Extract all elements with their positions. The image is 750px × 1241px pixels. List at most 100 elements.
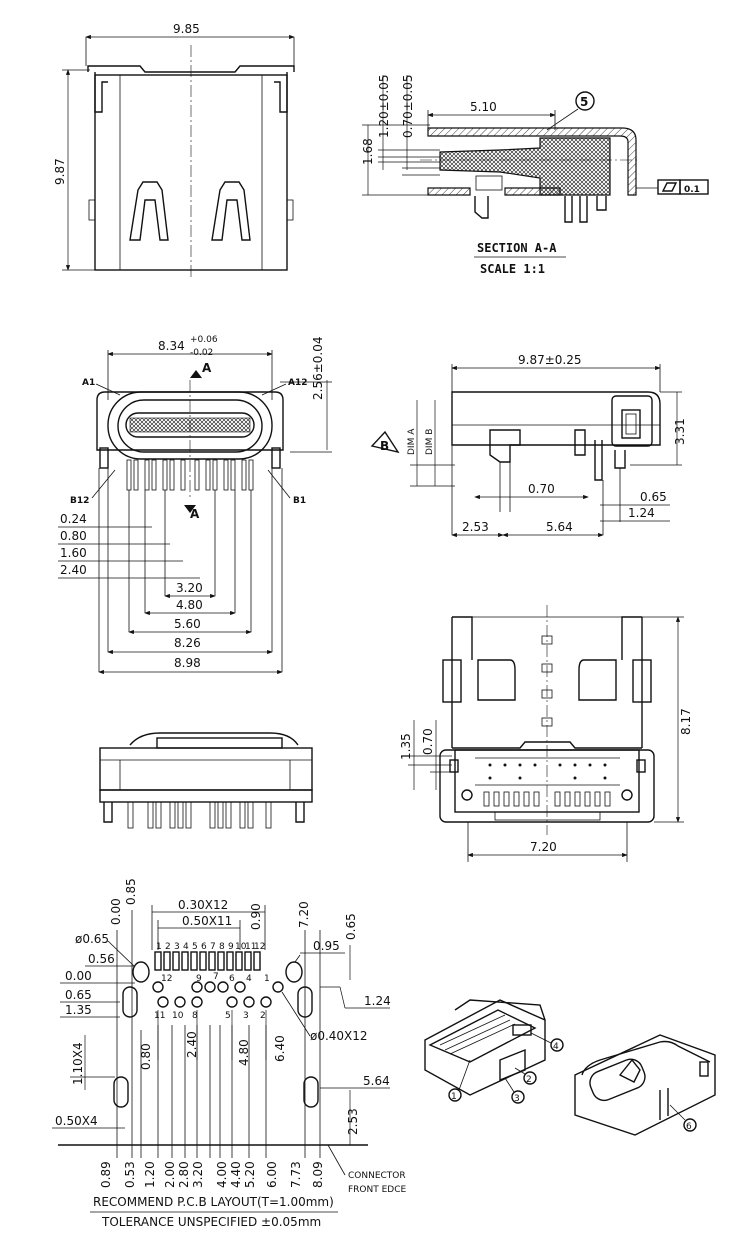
svg-text:1.24: 1.24 <box>364 994 391 1008</box>
svg-text:ø0.40X12: ø0.40X12 <box>310 1029 368 1043</box>
svg-text:0.89: 0.89 <box>99 1161 113 1188</box>
side-height-dim: 3.31 <box>673 418 687 445</box>
pcb-smd-pads <box>154 951 261 971</box>
side-length-dim: 9.87±0.25 <box>518 353 582 367</box>
svg-text:4.00: 4.00 <box>215 1161 229 1188</box>
svg-text:8.98: 8.98 <box>174 656 201 670</box>
pcb-caption-1: RECOMMEND P.C.B LAYOUT(T=1.00mm) <box>93 1195 334 1209</box>
section-a-a: 5.10 1.20±0.05 0.70±0.05 1.68 5 0.1 <box>361 75 709 276</box>
flatness-value: 0.1 <box>684 185 700 195</box>
pcb-layout: 0.00 0.85 0.30X12 0.50X11 0.90 7.20 0.95… <box>52 878 407 1229</box>
svg-text:5.20: 5.20 <box>243 1161 257 1188</box>
svg-text:2.53: 2.53 <box>346 1108 360 1135</box>
svg-text:5: 5 <box>192 942 198 952</box>
svg-text:0.56: 0.56 <box>88 952 115 966</box>
side-dim-253: 2.53 <box>462 520 489 534</box>
svg-text:-0.02: -0.02 <box>190 348 213 358</box>
side-view: 9.87±0.25 3.31 B DIM A DIM B 0.70 0.65 1… <box>370 353 687 538</box>
svg-text:12: 12 <box>161 974 172 984</box>
svg-text:A: A <box>190 507 200 521</box>
front-height-dim: 2.56±0.04 <box>311 337 325 401</box>
pcb-hole-numbers: 12 9 7 6 4 1 11 10 8 5 3 2 <box>154 972 270 1021</box>
svg-text:6: 6 <box>686 1122 692 1132</box>
svg-text:0.30X12: 0.30X12 <box>178 898 228 912</box>
bottom-height-dim: 8.17 <box>679 708 693 735</box>
top-view: 9.85 9.87 <box>53 22 295 278</box>
svg-text:A: A <box>202 361 212 375</box>
front-top-dim: 8.34 <box>158 339 185 353</box>
bottom-width-dim: 7.20 <box>530 840 557 854</box>
svg-text:6: 6 <box>201 942 207 952</box>
balloon-5: 5 <box>580 95 588 109</box>
svg-text:A12: A12 <box>288 378 308 388</box>
front-left-dim-024: 0.24 <box>60 512 87 526</box>
svg-text:4: 4 <box>246 974 252 984</box>
svg-text:7.20: 7.20 <box>297 901 311 928</box>
svg-text:1: 1 <box>451 1092 457 1102</box>
svg-text:8.09: 8.09 <box>311 1161 325 1188</box>
front-left-dim-240: 2.40 <box>60 563 87 577</box>
side-dim-124: 1.24 <box>628 506 655 520</box>
svg-text:ø0.65: ø0.65 <box>75 932 109 946</box>
svg-text:3.20: 3.20 <box>191 1161 205 1188</box>
dim-b-label: DIM B <box>425 429 435 455</box>
section-title: SECTION A-A <box>477 241 557 255</box>
svg-text:4: 4 <box>183 942 189 952</box>
svg-text:2.00: 2.00 <box>163 1161 177 1188</box>
svg-text:1.35: 1.35 <box>65 1003 92 1017</box>
front-pins <box>126 459 254 491</box>
top-height-dim: 9.87 <box>53 158 67 185</box>
svg-text:9: 9 <box>228 942 234 952</box>
side-dim-070: 0.70 <box>528 482 555 496</box>
svg-text:7.73: 7.73 <box>289 1161 303 1188</box>
svg-text:4.80: 4.80 <box>176 598 203 612</box>
svg-text:2.40: 2.40 <box>185 1031 199 1058</box>
svg-text:2: 2 <box>165 942 171 952</box>
section-dim-070: 0.70±0.05 <box>401 75 415 139</box>
pcb-pin-numbers: 1 2 3 4 5 6 7 8 9 10 11 12 <box>156 942 265 952</box>
iso-view-right: 6 <box>574 1034 716 1136</box>
svg-text:3: 3 <box>174 942 180 952</box>
svg-text:0.80: 0.80 <box>139 1043 153 1070</box>
svg-text:0.00: 0.00 <box>109 898 123 925</box>
svg-text:8: 8 <box>192 1011 198 1021</box>
svg-text:2: 2 <box>260 1011 266 1021</box>
svg-text:1.20: 1.20 <box>143 1161 157 1188</box>
svg-text:8: 8 <box>219 942 225 952</box>
svg-text:0.00: 0.00 <box>65 969 92 983</box>
svg-text:2.80: 2.80 <box>177 1161 191 1188</box>
bottom-dim-070: 0.70 <box>421 728 435 755</box>
svg-text:6: 6 <box>229 974 235 984</box>
dim-a-label: DIM A <box>407 428 417 455</box>
svg-text:1: 1 <box>264 974 270 984</box>
pcb-bottom-labels: 0.89 0.53 1.20 2.00 2.80 3.20 4.00 4.40 … <box>99 1161 325 1188</box>
svg-text:4.80: 4.80 <box>237 1039 251 1066</box>
front-view: 8.34 +0.06 -0.02 2.56±0.04 A A1 A12 <box>58 335 332 675</box>
section-scale: SCALE 1:1 <box>480 262 545 276</box>
svg-text:8.26: 8.26 <box>174 636 201 650</box>
svg-text:0.95: 0.95 <box>313 939 340 953</box>
svg-text:4.40: 4.40 <box>229 1161 243 1188</box>
svg-text:0.65: 0.65 <box>65 988 92 1002</box>
svg-text:7: 7 <box>213 972 219 982</box>
svg-text:0.90: 0.90 <box>249 903 263 930</box>
bottom-view: 8.17 1.35 0.70 7.20 <box>399 605 693 862</box>
svg-text:A1: A1 <box>82 378 95 388</box>
svg-text:12: 12 <box>254 942 265 952</box>
svg-text:FRONT EDCE: FRONT EDCE <box>348 1185 407 1195</box>
pcb-caption-2: TOLERANCE UNSPECIFIED ±0.05mm <box>101 1215 321 1229</box>
svg-text:1.10X4: 1.10X4 <box>71 1042 85 1085</box>
section-dim-120: 1.20±0.05 <box>377 75 391 139</box>
top-width-dim: 9.85 <box>173 22 200 36</box>
svg-text:2: 2 <box>526 1075 532 1085</box>
svg-text:3.20: 3.20 <box>176 581 203 595</box>
svg-text:0.50X11: 0.50X11 <box>182 914 232 928</box>
svg-text:B12: B12 <box>70 496 89 506</box>
section-dim-510: 5.10 <box>470 100 497 114</box>
svg-text:11: 11 <box>245 942 256 952</box>
svg-text:+0.06: +0.06 <box>190 335 218 345</box>
bottom-view-pins <box>483 791 611 807</box>
pcb-thru-holes <box>152 981 284 1008</box>
svg-text:3: 3 <box>243 1011 249 1021</box>
